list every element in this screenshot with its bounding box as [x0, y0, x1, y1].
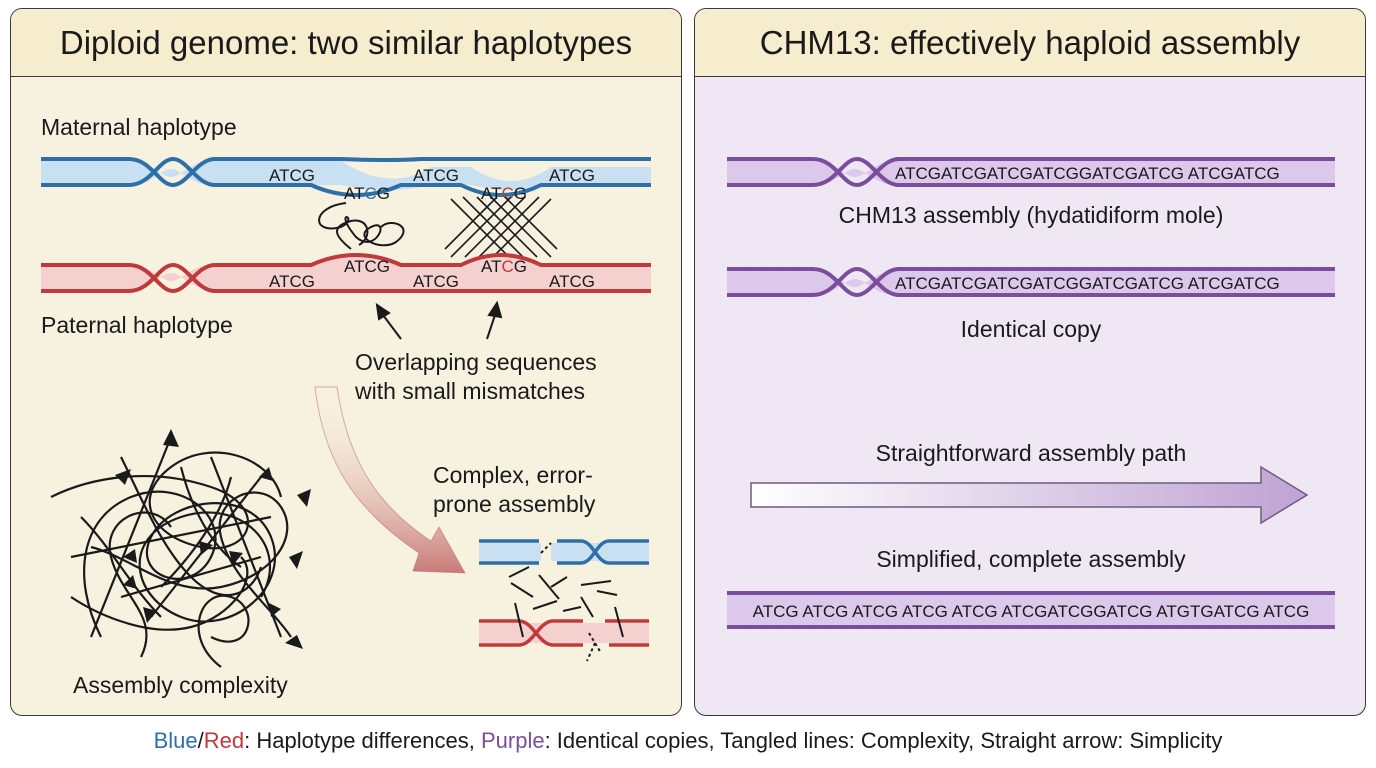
- big-curved-arrow: [314, 386, 466, 574]
- maternal-haplotype: ATCG ATCG ATCG ATCG ATCG: [41, 156, 651, 203]
- straight-arrow: [750, 465, 1309, 525]
- identical-copy-label: Identical copy: [961, 316, 1102, 342]
- maternal-seq-1: ATCG: [269, 166, 315, 185]
- mismatch-pointer-arrows: [375, 300, 503, 340]
- paternal-seq-mismatch-1: ATCG: [344, 257, 390, 276]
- complexity-arrowheads: [115, 429, 311, 649]
- maternal-seq-mismatch-2: ATCG: [481, 184, 527, 203]
- complete-assembly-seq: ATCG ATCG ATCG ATCG ATCG ATCGATCGGATCG A…: [753, 602, 1310, 621]
- diploid-diagram: Maternal haplotype ATCG ATCG ATCG ATCG A…: [41, 114, 651, 698]
- diploid-panel: Diploid genome: two similar haplotypes M…: [10, 8, 682, 716]
- haploid-panel: CHM13: effectively haploid assembly ATCG…: [694, 8, 1366, 716]
- paternal-seq-3: ATCG: [549, 272, 595, 291]
- maternal-seq-3: ATCG: [549, 166, 595, 185]
- complexity-tangle: [50, 436, 292, 668]
- paternal-label: Paternal haplotype: [41, 312, 233, 338]
- left-panel-title: Diploid genome: two similar haplotypes: [11, 9, 681, 77]
- overlap-tangle-loops: [318, 202, 405, 250]
- legend-red: Red: [203, 728, 245, 753]
- legend-slash: /: [197, 728, 204, 753]
- chm13-assembly-strand: ATCGATCGATCGATCGGATCGATCG ATCGATCG: [727, 156, 1335, 188]
- chm13-assembly-label: CHM13 assembly (hydatidiform mole): [839, 202, 1224, 228]
- complexity-label: Assembly complexity: [73, 672, 288, 698]
- paternal-haplotype: ATCG ATCG ATCG ATCG ATCG: [41, 253, 651, 294]
- identical-seq: ATCGATCGATCGATCGGATCGATCG ATCGATCG: [895, 274, 1280, 293]
- right-panel-title: CHM13: effectively haploid assembly: [695, 9, 1365, 77]
- simplified-label: Simplified, complete assembly: [876, 546, 1186, 572]
- legend-part2: : Identical copies, Tangled lines: Compl…: [544, 728, 1223, 753]
- legend-caption: Blue/Red: Haplotype differences, Purple:…: [0, 728, 1376, 754]
- complex-label-line2: prone assembly: [433, 491, 596, 517]
- complete-assembly-strand: ATCG ATCG ATCG ATCG ATCG ATCGATCGGATCG A…: [727, 591, 1335, 629]
- paternal-seq-mismatch-2: ATCG: [481, 257, 527, 276]
- paternal-seq-1: ATCG: [269, 272, 315, 291]
- legend-blue: Blue: [153, 728, 198, 753]
- complex-label-line1: Complex, error-: [433, 462, 593, 488]
- overlap-label-line2: with small mismatches: [354, 378, 585, 404]
- paternal-seq-2: ATCG: [413, 272, 459, 291]
- maternal-seq-2: ATCG: [413, 166, 459, 185]
- overlap-crossing-lines: [444, 196, 558, 260]
- legend-part1: : Haplotype differences,: [244, 728, 481, 753]
- overlap-label-line1: Overlapping sequences: [355, 349, 597, 375]
- haploid-diagram: ATCGATCGATCGATCGGATCGATCG ATCGATCG CHM13…: [727, 156, 1335, 629]
- maternal-seq-mismatch-1: ATCG: [344, 184, 390, 203]
- legend-purple: Purple: [480, 728, 545, 753]
- broken-assembly-fragments: [479, 539, 649, 662]
- chm13-seq-top: ATCGATCGATCGATCGGATCGATCG ATCGATCG: [895, 164, 1280, 183]
- straight-path-label: Straightforward assembly path: [876, 440, 1187, 466]
- maternal-label: Maternal haplotype: [41, 114, 237, 140]
- identical-copy-strand: ATCGATCGATCGATCGGATCGATCG ATCGATCG: [727, 266, 1335, 298]
